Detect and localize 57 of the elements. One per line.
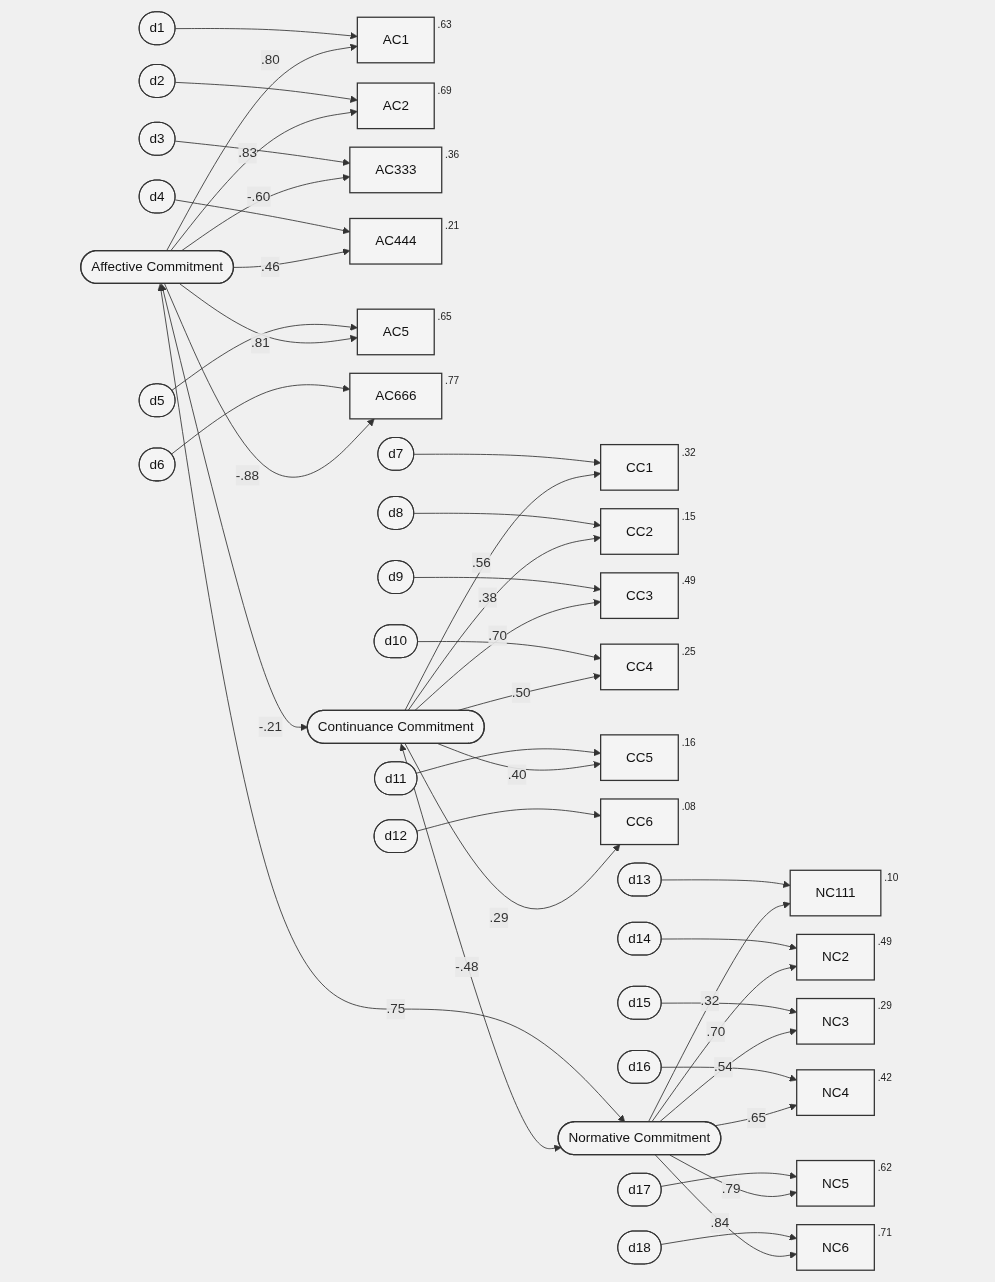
- node-box: AC444: [349, 217, 443, 265]
- squared-correlation-value: .29: [877, 1000, 892, 1012]
- edge-label: .40: [507, 767, 527, 782]
- node-box: CC5: [599, 734, 679, 782]
- edge-label: .75: [386, 1001, 405, 1016]
- node-box: CC4: [599, 643, 679, 691]
- squared-correlation-value: .49: [877, 936, 892, 948]
- squared-correlation-value: .21: [444, 220, 459, 232]
- squared-correlation-value: .08: [681, 800, 696, 812]
- edge-label: .83: [238, 145, 257, 160]
- node-box: AC2: [356, 82, 435, 130]
- node-box: AC333: [349, 146, 443, 194]
- edge-label: .38: [478, 589, 497, 605]
- edge-label: .56: [471, 555, 491, 570]
- squared-correlation-value: .16: [681, 736, 696, 748]
- edge-label: .81: [250, 335, 270, 351]
- edge-label: .32: [700, 993, 720, 1008]
- node-box: CC6: [599, 798, 679, 846]
- node-box: AC1: [356, 16, 435, 64]
- node-box: AC5: [356, 308, 435, 356]
- node-box: NC111: [789, 869, 882, 917]
- squared-correlation-value: .49: [681, 574, 696, 586]
- squared-correlation-value: .69: [437, 85, 452, 97]
- node-box: NC4: [795, 1069, 875, 1117]
- squared-correlation-value: .42: [877, 1071, 892, 1083]
- edge-label: .29: [489, 910, 509, 925]
- edge-label: -.48: [455, 959, 479, 974]
- node-box: NC5: [795, 1159, 875, 1207]
- node-box: CC1: [599, 443, 679, 491]
- node-box: NC2: [795, 933, 875, 981]
- edge-label: .46: [260, 259, 280, 274]
- squared-correlation-value: .77: [444, 375, 459, 387]
- squared-correlation-value: .71: [877, 1226, 892, 1238]
- squared-correlation-value: .25: [681, 646, 696, 658]
- node-box: CC3: [599, 572, 679, 620]
- edge-label: .70: [706, 1024, 726, 1039]
- edge-label: .80: [260, 52, 280, 68]
- edge-label: .65: [746, 1110, 766, 1125]
- squared-correlation-value: .63: [437, 19, 452, 31]
- squared-correlation-value: .10: [884, 872, 899, 884]
- node-box: AC666: [349, 372, 443, 420]
- squared-correlation-value: .65: [437, 311, 452, 323]
- edge-label: -.88: [235, 467, 259, 483]
- edge-label: .50: [511, 685, 531, 700]
- squared-correlation-value: .62: [877, 1162, 892, 1174]
- edge-label: .70: [488, 627, 507, 643]
- edge-label: -.60: [246, 189, 271, 204]
- squared-correlation-value: .36: [444, 149, 459, 161]
- edge-label: .84: [710, 1215, 730, 1230]
- node-box: NC3: [795, 997, 875, 1045]
- edge-label: -.21: [258, 719, 282, 734]
- squared-correlation-value: .32: [681, 446, 696, 458]
- edge-label: .79: [721, 1181, 741, 1196]
- edge-label: .54: [713, 1059, 733, 1075]
- node-box: NC6: [795, 1224, 875, 1271]
- node-box: CC2: [599, 508, 679, 555]
- squared-correlation-value: .15: [681, 510, 696, 522]
